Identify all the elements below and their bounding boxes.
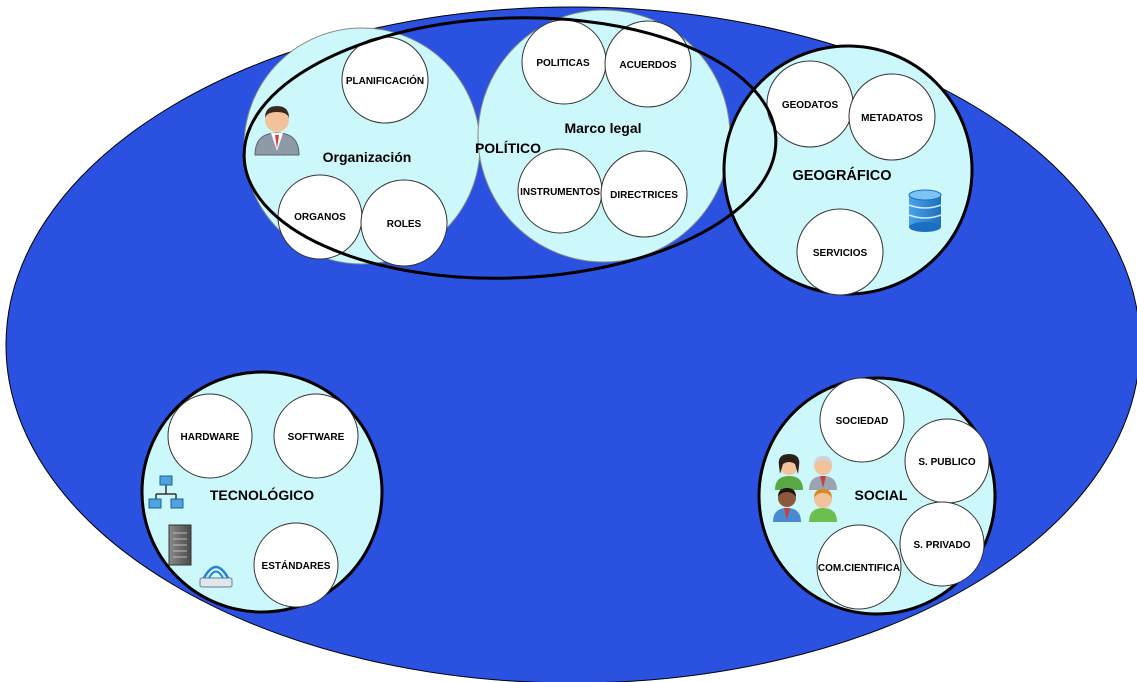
politico-group: PLANIFICACIÓN ORGANOS ROLES Organización… — [243, 9, 731, 267]
roles-label: ROLES — [387, 219, 422, 230]
roles-circle — [360, 179, 448, 267]
instrumentos-label: INSTRUMENTOS — [520, 187, 600, 198]
database-icon — [908, 189, 942, 232]
servicios-label: SERVICIOS — [813, 248, 868, 259]
metadatos-circle — [848, 73, 936, 161]
server-icon — [168, 524, 192, 566]
estandares-label: ESTÁNDARES — [262, 559, 331, 572]
organizacion-label: Organización — [323, 149, 412, 165]
sociedad-circle — [819, 377, 905, 463]
s-publico-label: S. PUBLICO — [918, 457, 975, 468]
geografico-group: GEODATOS METADATOS SERVICIOS GEOGRÁFICO — [722, 44, 974, 296]
marco-legal-label: Marco legal — [564, 120, 641, 136]
estandares-circle — [253, 522, 339, 608]
s-privado-label: S. PRIVADO — [913, 540, 970, 551]
servicios-circle — [796, 208, 884, 296]
network-icon — [148, 475, 184, 509]
social-group: SOCIEDAD S. PUBLICO S. PRIVADO COM.CIENT… — [757, 376, 997, 616]
router-icon — [199, 565, 233, 588]
hardware-label: HARDWARE — [181, 432, 240, 443]
software-label: SOFTWARE — [288, 432, 345, 443]
tecnologico-label: TECNOLÓGICO — [210, 486, 314, 503]
com-cientifica-circle — [816, 524, 902, 610]
geografico-label: GEOGRÁFICO — [792, 167, 891, 184]
tecnologico-group: HARDWARE SOFTWARE ESTÁNDARES TECNOLÓGICO — [140, 370, 384, 614]
software-circle — [273, 393, 359, 479]
politicas-label: POLITICAS — [536, 58, 590, 69]
directrices-label: DIRECTRICES — [610, 190, 678, 201]
directrices-circle — [600, 150, 688, 238]
politico-ellipse — [242, 16, 778, 280]
sociedad-label: SOCIEDAD — [836, 416, 889, 427]
politico-label: POLÍTICO — [475, 140, 541, 156]
com-cientifica-label: COM.CIENTIFICA — [818, 563, 900, 574]
acuerdos-circle — [604, 20, 692, 108]
geodatos-label: GEODATOS — [782, 100, 839, 111]
people-group-icon — [773, 454, 837, 522]
planificacion-label: PLANIFICACIÓN — [346, 74, 424, 87]
hardware-circle — [167, 393, 253, 479]
social-label: SOCIAL — [855, 487, 908, 503]
metadatos-label: METADATOS — [861, 113, 923, 124]
organos-label: ORGANOS — [294, 212, 346, 223]
acuerdos-label: ACUERDOS — [619, 60, 677, 71]
s-privado-circle — [899, 501, 985, 587]
businessman-icon — [254, 106, 300, 156]
